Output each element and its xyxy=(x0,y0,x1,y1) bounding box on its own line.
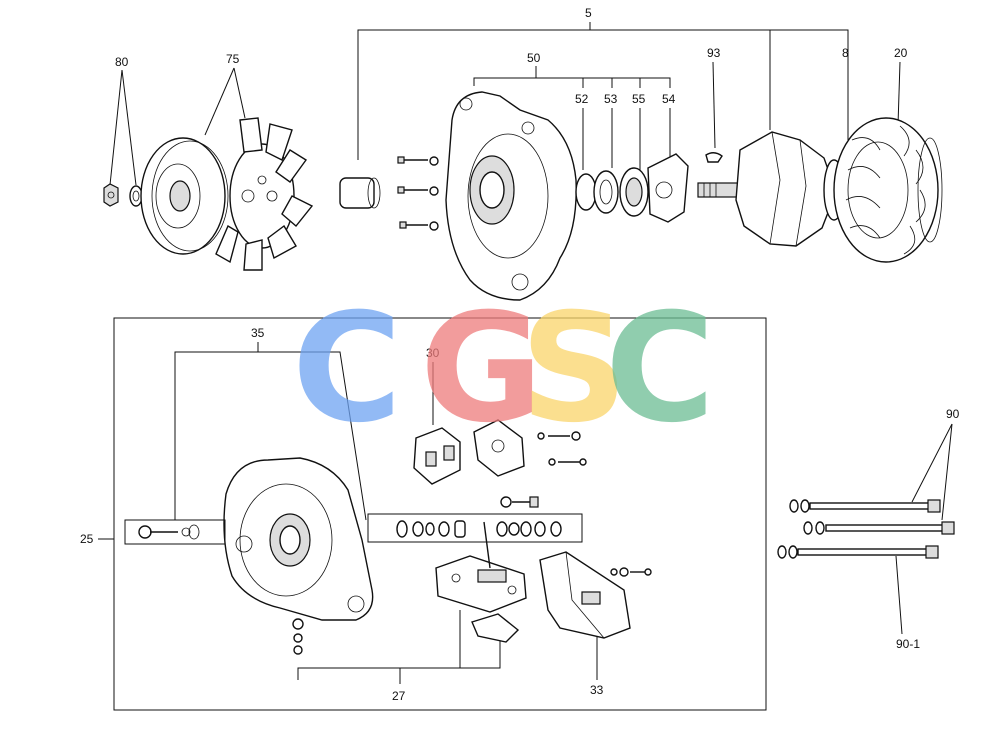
callout-8: 8 xyxy=(842,46,849,60)
housing-screws xyxy=(397,156,439,231)
callout-5: 5 xyxy=(585,6,592,20)
callout-25: 25 xyxy=(80,532,94,546)
rectifier-27: 27 xyxy=(292,496,539,703)
through-bolts: 90 90-1 xyxy=(777,407,960,651)
retainer-plate-54 xyxy=(647,153,689,223)
brush-holder-30: 30 xyxy=(413,346,587,485)
watermark-letter-c1: C xyxy=(292,282,402,456)
bearing-parts: 52 53 55 54 xyxy=(575,92,689,223)
callout-90-1: 90-1 xyxy=(896,637,920,651)
callout-27: 27 xyxy=(392,689,406,703)
ring-53 xyxy=(593,170,619,214)
callout-53: 53 xyxy=(604,92,618,106)
ring-52 xyxy=(575,173,597,211)
stator-20: 20 xyxy=(833,46,943,263)
rotor-8 xyxy=(735,131,837,247)
bolt-1 xyxy=(789,499,941,513)
washer-80 xyxy=(129,185,143,207)
rear-housing-35: 35 xyxy=(174,326,374,621)
watermark-letter-g: G xyxy=(420,282,543,456)
fan-75 xyxy=(215,117,314,271)
nut-80 xyxy=(103,183,119,207)
callout-30: 30 xyxy=(426,346,440,360)
callout-52: 52 xyxy=(575,92,589,106)
callout-75: 75 xyxy=(226,52,240,66)
spacer-sleeve xyxy=(339,177,381,209)
callout-93: 93 xyxy=(707,46,721,60)
bracket-5: 5 xyxy=(357,6,849,160)
callout-33: 33 xyxy=(590,683,604,697)
callout-90: 90 xyxy=(946,407,960,421)
bolt-3 xyxy=(777,545,939,559)
cgsc-watermark: C G S C xyxy=(292,282,715,456)
rear-housing-group-box xyxy=(113,317,767,711)
callout-55: 55 xyxy=(632,92,646,106)
pulley-assembly: 80 75 xyxy=(103,52,314,271)
callout-50: 50 xyxy=(527,51,541,65)
callout-20: 20 xyxy=(894,46,908,60)
callout-54: 54 xyxy=(662,92,676,106)
watermark-letter-c2: C xyxy=(605,282,715,456)
bolt-2 xyxy=(803,521,955,535)
drive-end-housing-50: 50 xyxy=(397,51,671,301)
callout-35: 35 xyxy=(251,326,265,340)
woodruff-key-93 xyxy=(705,152,723,163)
watermark-letter-s: S xyxy=(520,282,628,456)
regulator-cover-33: 33 xyxy=(539,551,652,697)
hardware-strip-25: 25 xyxy=(80,513,583,546)
callout-80: 80 xyxy=(115,55,129,69)
rotor-assembly: 93 8 xyxy=(697,46,849,247)
